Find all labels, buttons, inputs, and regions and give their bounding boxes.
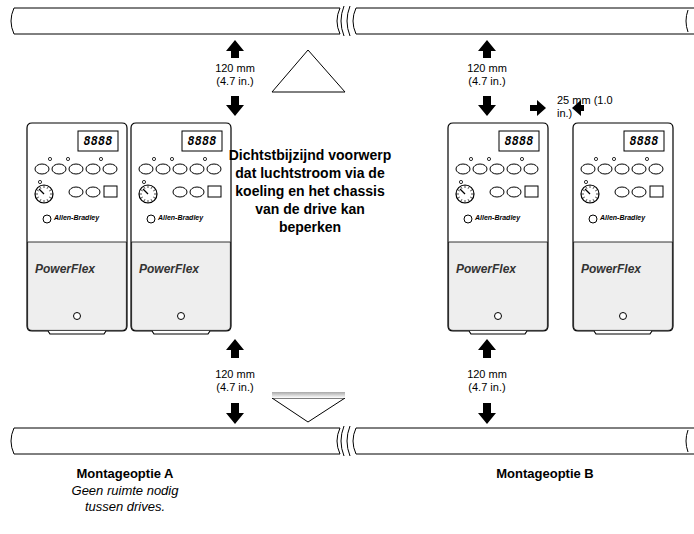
product-name: PowerFlex: [139, 262, 199, 276]
wall-bar: [353, 8, 694, 34]
dimension-label: 120 mm (4.7 in.): [459, 368, 515, 394]
break-mark: [341, 426, 350, 456]
drive-body-drawing: [130, 122, 232, 335]
display-digits: 8888: [182, 134, 222, 148]
option-title: Montageoptie B: [460, 466, 630, 482]
brand-name: Allen-Bradley: [54, 214, 99, 221]
brand-name: Allen-Bradley: [600, 214, 645, 221]
product-name: PowerFlex: [35, 262, 95, 276]
break-mark: [686, 430, 688, 452]
wall-bar: [353, 428, 694, 454]
display-digits: 8888: [499, 134, 539, 148]
airflow-triangle: [272, 398, 345, 422]
brand-name: Allen-Bradley: [158, 214, 203, 221]
product-name: PowerFlex: [581, 262, 641, 276]
wall-bar: [11, 8, 340, 34]
break-mark: [686, 10, 688, 32]
airflow-triangle: [272, 50, 345, 92]
shade-band: [272, 392, 345, 398]
dimension-label: 120 mm (4.7 in.): [207, 62, 263, 88]
drive-body-drawing: [447, 122, 549, 335]
wall-bar: [11, 428, 340, 454]
drive-unit: 8888Allen-BradleyPowerFlex: [130, 122, 232, 335]
drive-unit: 8888Allen-BradleyPowerFlex: [572, 122, 674, 335]
display-digits: 8888: [78, 134, 118, 148]
drive-unit: 8888Allen-BradleyPowerFlex: [447, 122, 549, 335]
note-text: Dichtstbijzijnd voorwerp dat luchtstroom…: [224, 146, 396, 236]
drive-body-drawing: [572, 122, 674, 335]
drive-unit: 8888Allen-BradleyPowerFlex: [26, 122, 128, 335]
brand-name: Allen-Bradley: [475, 214, 520, 221]
dimension-label: 25 mm (1.0 in.): [557, 94, 615, 120]
display-digits: 8888: [624, 134, 664, 148]
drive-body-drawing: [26, 122, 128, 335]
option-title: Montageoptie A: [40, 466, 210, 482]
dimension-label: 120 mm (4.7 in.): [459, 62, 515, 88]
dimension-label: 120 mm (4.7 in.): [207, 368, 263, 394]
option-note: Geen ruimte nodig tussen drives.: [60, 483, 190, 515]
product-name: PowerFlex: [456, 262, 516, 276]
break-mark: [341, 6, 350, 36]
